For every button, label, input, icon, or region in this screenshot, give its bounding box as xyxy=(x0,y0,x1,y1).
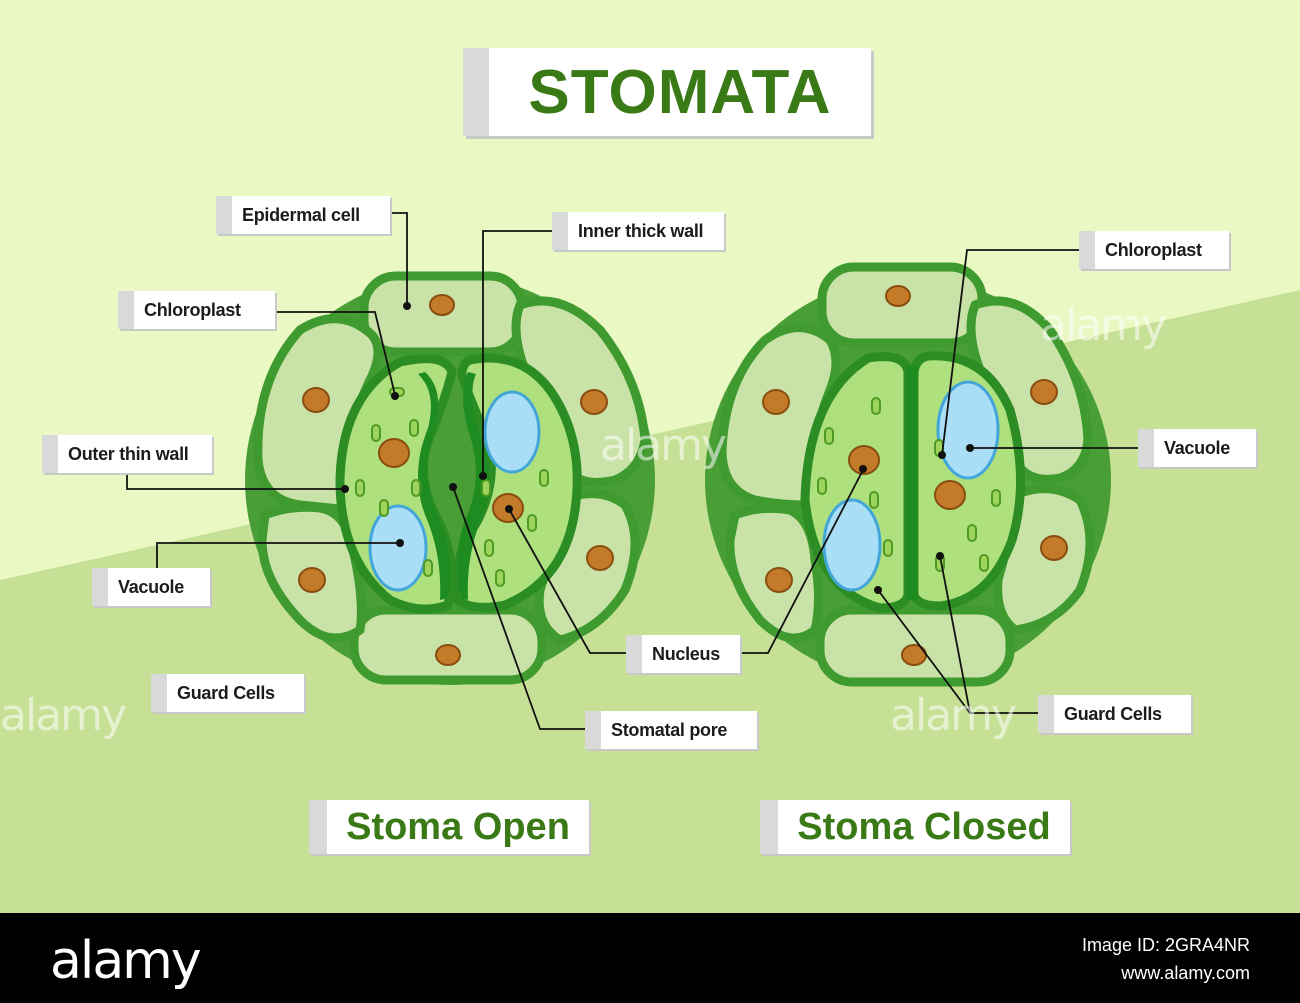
label-vacuole: Vacuole xyxy=(92,568,210,606)
chloroplast xyxy=(871,397,881,415)
label-nucleus: Nucleus xyxy=(626,635,740,673)
chloroplast xyxy=(824,427,834,445)
inner-thick-wall xyxy=(906,365,918,600)
watermark: alamy xyxy=(890,690,1017,741)
nucleus xyxy=(429,294,455,316)
page-title: STOMATA xyxy=(528,57,832,127)
nucleus xyxy=(298,567,326,593)
site-url: www.alamy.com xyxy=(1121,963,1250,983)
chloroplast xyxy=(423,559,433,577)
chloroplast xyxy=(991,489,1001,507)
nucleus xyxy=(302,387,330,413)
nucleus xyxy=(435,644,461,666)
chloroplast xyxy=(481,479,491,497)
nucleus xyxy=(848,445,880,475)
nucleus xyxy=(586,545,614,571)
footer-bar: alamy Image ID: 2GRA4NR www.alamy.com xyxy=(0,913,1300,1003)
nucleus xyxy=(1040,535,1068,561)
alamy-logo: alamy xyxy=(50,931,202,991)
nucleus xyxy=(885,285,911,307)
label-chloroplast: Chloroplast xyxy=(118,291,275,329)
inner-thick-wall xyxy=(456,372,490,600)
watermark: alamy xyxy=(0,690,127,741)
caption-stoma-closed: Stoma Closed xyxy=(760,800,1070,854)
chloroplast xyxy=(539,469,549,487)
chloroplast xyxy=(411,479,421,497)
vacuole xyxy=(936,380,1000,480)
nucleus xyxy=(765,567,793,593)
chloroplast xyxy=(409,419,419,437)
chloroplast xyxy=(379,499,389,517)
label-stomatal-pore: Stomatal pore xyxy=(585,711,757,749)
chloroplast xyxy=(869,491,879,509)
title-box: STOMATA xyxy=(463,48,871,136)
label-inner-thick-wall: Inner thick wall xyxy=(552,212,724,250)
chloroplast xyxy=(527,514,537,532)
closed-stoma xyxy=(705,262,1111,687)
chloroplast xyxy=(979,554,989,572)
chloroplast xyxy=(967,524,977,542)
inner-thick-wall xyxy=(418,372,451,600)
image-id: Image ID: 2GRA4NR xyxy=(1081,935,1250,955)
chloroplast xyxy=(817,477,827,495)
label-guard-cells: Guard Cells xyxy=(151,674,304,712)
chloroplast xyxy=(495,569,505,587)
nucleus xyxy=(934,480,966,510)
vacuole xyxy=(368,504,428,592)
caption-stoma-open: Stoma Open xyxy=(309,800,589,854)
nucleus xyxy=(762,389,790,415)
label-epidermal-cell: Epidermal cell xyxy=(216,196,390,234)
leader-lines xyxy=(126,212,1138,730)
nucleus xyxy=(1030,379,1058,405)
leader-dots xyxy=(341,302,974,594)
stomata-illustration xyxy=(126,212,1138,730)
watermark: alamy xyxy=(1040,300,1167,351)
label-outer-thin-wall: Outer thin wall xyxy=(42,435,212,473)
watermark: alamy xyxy=(600,420,727,471)
label-vacuole-closed: Vacuole xyxy=(1138,429,1256,467)
label-guard-cells-closed: Guard Cells xyxy=(1038,695,1191,733)
open-stoma xyxy=(245,271,655,685)
chloroplast xyxy=(371,424,381,442)
chloroplast xyxy=(484,539,494,557)
label-chloroplast-closed: Chloroplast xyxy=(1079,231,1229,269)
footer-meta: Image ID: 2GRA4NR www.alamy.com xyxy=(1082,931,1250,987)
diagram-canvas: alamy alamy alamy alamy STOMATA Epiderma… xyxy=(0,0,1300,913)
nucleus xyxy=(378,438,410,468)
vacuole xyxy=(822,498,882,592)
vacuole xyxy=(483,390,541,474)
chloroplast xyxy=(883,539,893,557)
chloroplast xyxy=(355,479,365,497)
nucleus xyxy=(580,389,608,415)
